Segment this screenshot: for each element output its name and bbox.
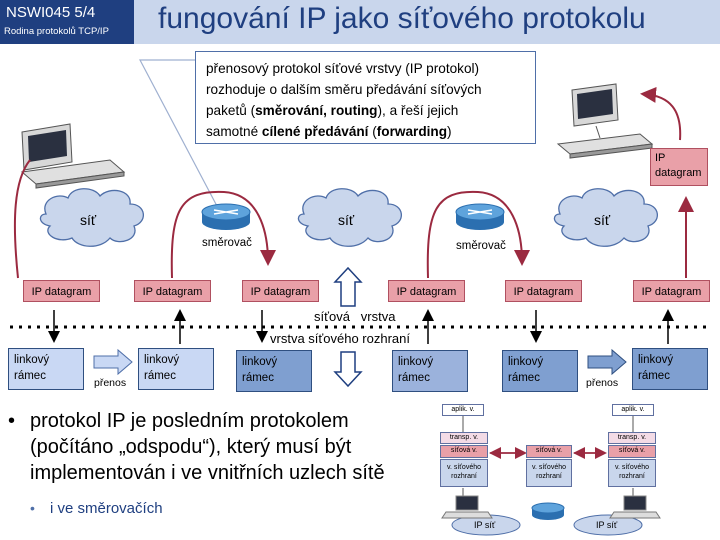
mini-iface-middle: v. síťového rozhraní: [526, 459, 572, 487]
router-left-icon: [201, 203, 251, 230]
page-title: fungování IP jako síťového protokolu: [158, 2, 646, 35]
mini-net-middle: síťová v.: [526, 445, 572, 458]
callout-text: samotné: [206, 124, 262, 139]
callout-bold-forwarding-cz: cílené předávání: [261, 124, 369, 139]
up-hollow-arrow: [333, 266, 363, 307]
callout-bold-forwarding: forwarding: [376, 124, 448, 139]
callout-text: paketů (: [206, 103, 256, 118]
mini-app-right: aplik. v.: [612, 404, 654, 416]
network-layer-label: síťová vrstva: [314, 309, 396, 324]
mini-ipnet-left: IP síť: [474, 520, 496, 530]
mini-computer-right-icon: [609, 495, 661, 519]
interface-layer-label: vrstva síťového rozhraní: [270, 331, 410, 346]
callout-line-3: paketů (směrování, routing), a řeší jeji…: [206, 100, 525, 121]
callout-bold-routing: směrování, routing: [255, 103, 378, 118]
callout-line-1: přenosový protokol síťové vrstvy (IP pro…: [206, 61, 480, 76]
callout-line-2: rozhoduje o dalším směru předávání síťov…: [206, 82, 482, 97]
mini-connectors: [462, 416, 634, 498]
routing-callout: přenosový protokol síťové vrstvy (IP pro…: [195, 51, 536, 144]
cloud-label-left: síť: [80, 212, 97, 228]
frame-6: linkový rámec: [632, 348, 708, 390]
frame-3: linkový rámec: [236, 350, 312, 392]
mini-iface-left: v. síťového rozhraní: [440, 459, 488, 487]
datagram-4: IP datagram: [388, 280, 465, 302]
arrow-through-router-right: [426, 190, 530, 279]
callout-pointer: [139, 59, 219, 209]
router-label-right: směrovač: [456, 240, 506, 252]
arrow-through-router-left: [170, 190, 276, 279]
cloud-label-middle: síť: [338, 212, 355, 228]
mini-app-left: aplik. v.: [442, 404, 484, 416]
cloud-right: [553, 188, 658, 247]
bullet-sub: i ve směrovačích: [50, 500, 163, 517]
cloud-middle: [297, 188, 402, 247]
router-right-icon: [455, 203, 505, 230]
course-code: NSWI045 5/4: [6, 4, 96, 21]
header-course-box: [0, 0, 134, 44]
callout-text: ): [447, 124, 452, 139]
frame-1: linkový rámec: [8, 348, 84, 390]
mini-net-left: síťová v.: [440, 445, 488, 458]
mini-cloud-right: [573, 514, 643, 536]
transfer-label-left: přenos: [94, 377, 127, 389]
bullet-main: protokol IP je posledním protokolem (poč…: [30, 410, 385, 484]
mini-ipnet-right: IP síť: [596, 520, 618, 530]
datagram-2: IP datagram: [134, 280, 211, 302]
header-title-bar: [134, 0, 720, 44]
callout-text: ), a řeší jejich: [377, 103, 459, 118]
datagram-5: IP datagram: [505, 280, 582, 302]
down-hollow-arrow: [333, 351, 363, 388]
frame-5: linkový rámec: [502, 350, 578, 392]
transfer-label-right: přenos: [586, 377, 619, 389]
frame-2: linkový rámec: [138, 348, 214, 390]
mini-transp-left: transp. v.: [440, 432, 488, 444]
layer-arrows: [48, 309, 674, 344]
router-label-left: směrovač: [202, 237, 252, 249]
mini-transp-right: transp. v.: [608, 432, 656, 444]
cloud-left: [39, 188, 144, 247]
transfer-arrow-left: [93, 348, 133, 376]
mini-iface-right: v. síťového rozhraní: [608, 459, 656, 487]
mini-net-right: síťová v.: [608, 445, 656, 458]
computer-right-icon: [556, 83, 654, 159]
callout-text: (: [368, 124, 377, 139]
mini-computer-left-icon: [441, 495, 493, 519]
callout-line-4: samotné cílené předávání (forwarding): [206, 121, 525, 142]
bullet-dot: •: [8, 410, 16, 432]
transfer-arrow-right: [587, 348, 627, 376]
datagram-6: IP datagram: [633, 280, 710, 302]
datagram-3: IP datagram: [242, 280, 319, 302]
mini-router-icon: [531, 502, 565, 520]
computer-left-icon: [20, 123, 126, 189]
arrow-to-computer: [640, 86, 682, 141]
datagram-1: IP datagram: [23, 280, 100, 302]
datagram-top-right: IP datagram: [650, 148, 708, 186]
cloud-label-right: síť: [594, 212, 611, 228]
arrow-from-computer: [13, 159, 31, 279]
frame-4: linkový rámec: [392, 350, 468, 392]
course-subtitle: Rodina protokolů TCP/IP: [4, 26, 109, 37]
sub-bullet-dot: •: [30, 500, 35, 516]
